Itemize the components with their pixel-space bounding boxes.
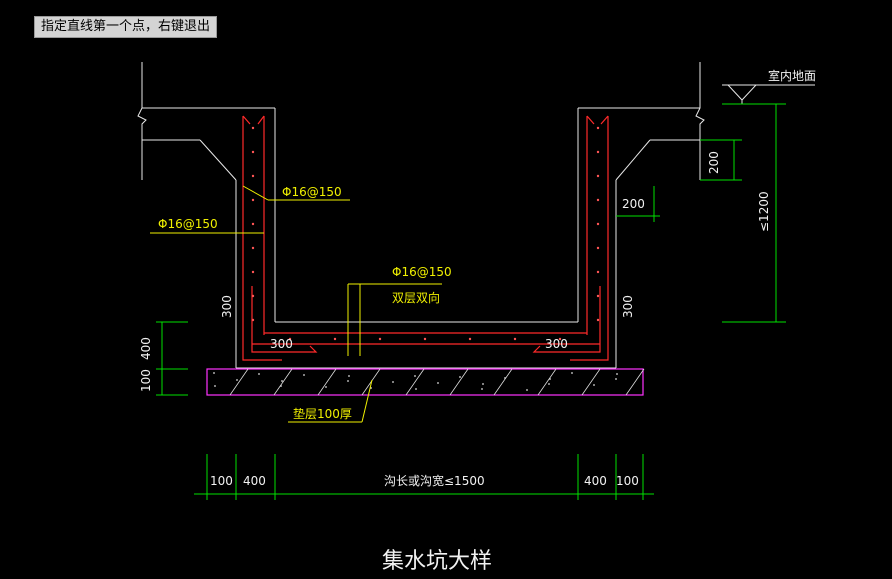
dim-bottom-horizontal — [194, 454, 654, 500]
rebar-label-left: Φ16@150 — [158, 217, 218, 231]
dim-bottom-right-300: 300 — [545, 337, 568, 351]
bottom-note: 双层双向 — [392, 290, 440, 305]
hatch-line — [625, 368, 645, 396]
rebar-dot — [251, 174, 255, 178]
rebar-dot — [251, 150, 255, 154]
indoor-ground-marker — [722, 84, 815, 104]
dim-left-wall-300: 300 — [220, 295, 234, 318]
aggregate-dot — [616, 373, 618, 375]
dim-right-depth: ≤1200 — [757, 191, 771, 232]
aggregate-dot — [593, 384, 595, 386]
rebar-dot — [596, 318, 600, 322]
aggregate-dot — [214, 385, 216, 387]
rebar-label-upper: Φ16@150 — [282, 185, 342, 199]
rebar-dot — [596, 270, 600, 274]
dim-right-vertical — [700, 103, 786, 323]
rebar-dot — [251, 222, 255, 226]
dim-bot-400-left: 400 — [243, 474, 266, 488]
leader-lines — [150, 185, 442, 423]
hatch-line — [581, 368, 601, 396]
aggregate-dot — [459, 376, 461, 378]
dim-bot-100-right: 100 — [616, 474, 639, 488]
rebar-dot — [251, 270, 255, 274]
aggregate-dot — [526, 389, 528, 391]
hatch-line — [405, 368, 425, 396]
rebar-dot — [251, 198, 255, 202]
rebar-label-bottom: Φ16@150 — [392, 265, 452, 279]
aggregate-dot — [236, 379, 238, 381]
rebar-dot — [468, 337, 472, 341]
rebar-dot — [513, 337, 517, 341]
rebar-dot — [423, 337, 427, 341]
dim-bot-100-left: 100 — [210, 474, 233, 488]
hatch-line — [493, 368, 513, 396]
aggregate-dot — [303, 374, 305, 376]
rebar-dot — [288, 337, 292, 341]
aggregate-dot — [548, 383, 550, 385]
hatch-line — [273, 368, 293, 396]
drawing-title: 集水坑大样 — [382, 549, 492, 574]
rebar-dot — [596, 126, 600, 130]
pit-outline — [235, 108, 617, 369]
hatch-line — [229, 368, 249, 396]
rebar-dot — [558, 337, 562, 341]
aggregate-dot — [213, 372, 215, 374]
rebar-dot — [596, 246, 600, 250]
dim-right-wall-300: 300 — [621, 295, 635, 318]
rebar-dot — [333, 337, 337, 341]
rebar-dot — [596, 150, 600, 154]
aggregate-dot — [348, 375, 350, 377]
aggregate-dot — [415, 388, 417, 390]
dim-left-vertical — [156, 321, 188, 396]
command-prompt: 指定直线第一个点，右键退出 — [34, 16, 218, 38]
aggregate-dot — [504, 377, 506, 379]
rebar-dot — [596, 198, 600, 202]
cushion-note: 垫层100厚 — [293, 406, 352, 421]
rebar-dots — [251, 126, 600, 341]
dim-mid-right — [616, 186, 660, 222]
rebar-dot — [596, 294, 600, 298]
dim-left-100: 100 — [139, 369, 153, 392]
aggregate-dot — [347, 380, 349, 382]
ground-slab-left — [137, 62, 275, 181]
hatch-line — [317, 368, 337, 396]
dim-mid-right-200: 200 — [622, 197, 645, 211]
aggregate-dot — [280, 385, 282, 387]
rebar-left-wall — [242, 115, 318, 361]
aggregate-dot — [571, 372, 573, 374]
cushion-layer — [206, 368, 645, 396]
rebar-dot — [251, 246, 255, 250]
aggregate-dot — [481, 388, 483, 390]
aggregate-dot — [414, 375, 416, 377]
aggregate-dot — [392, 381, 394, 383]
aggregate-dot — [325, 386, 327, 388]
aggregate-dot — [437, 382, 439, 384]
hatch-line — [449, 368, 469, 396]
rebar-dot — [251, 126, 255, 130]
dim-left-400: 400 — [139, 337, 153, 360]
ground-slab-right — [578, 62, 705, 181]
dim-right-top-200: 200 — [707, 151, 721, 174]
rebar-right-wall — [532, 115, 609, 361]
dim-bottom-left-300: 300 — [270, 337, 293, 351]
rebar-dot — [251, 294, 255, 298]
dim-bot-span: 沟长或沟宽≤1500 — [384, 473, 485, 488]
aggregate-dot — [615, 378, 617, 380]
aggregate-dot — [482, 383, 484, 385]
rebar-dot — [251, 318, 255, 322]
aggregate-dot — [281, 380, 283, 382]
hatch-line — [537, 368, 557, 396]
rebar-dot — [596, 222, 600, 226]
aggregate-dot — [549, 378, 551, 380]
aggregate-dot — [258, 373, 260, 375]
hatch-line — [361, 368, 381, 396]
indoor-ground-label: 室内地面 — [768, 68, 816, 83]
rebar-bottom — [252, 332, 600, 345]
dim-bot-400-right: 400 — [584, 474, 607, 488]
rebar-dot — [378, 337, 382, 341]
rebar-dot — [596, 174, 600, 178]
